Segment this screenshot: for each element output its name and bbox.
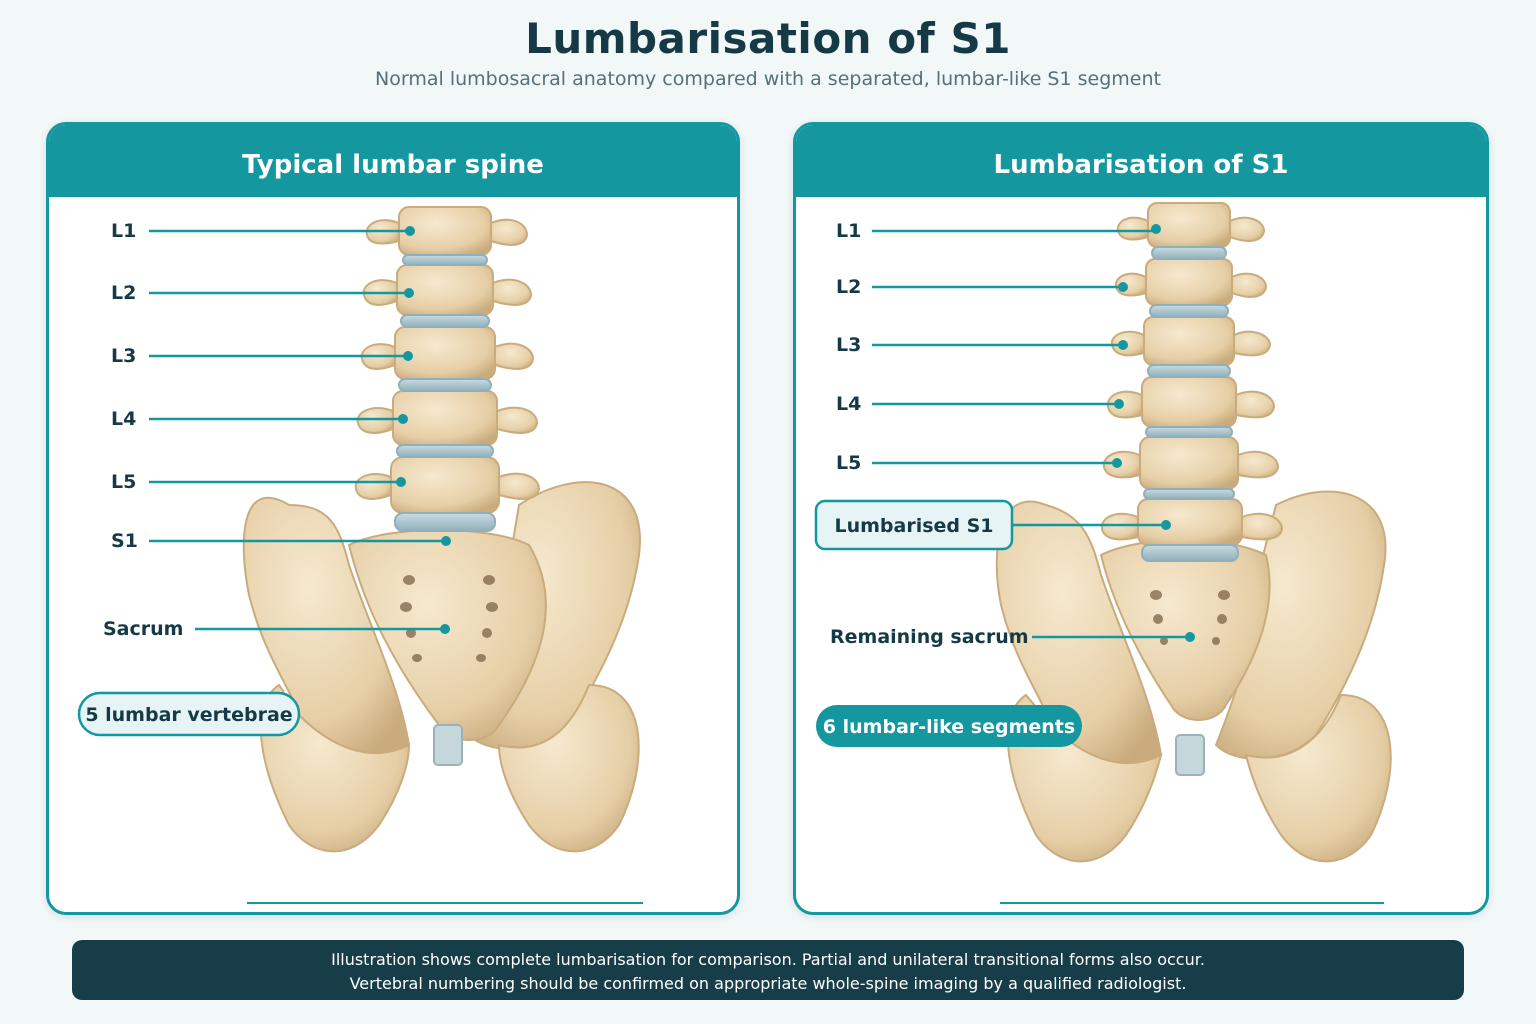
label-l1: L1	[111, 220, 136, 242]
label-sacrum: Sacrum	[103, 618, 183, 640]
label-remaining-sacrum: Remaining sacrum	[830, 626, 1029, 648]
lumbar-like-vertebrae-illustration	[1100, 202, 1284, 645]
page-subtitle: Normal lumbosacral anatomy compared with…	[375, 68, 1161, 90]
badge-5-lumbar-vertebrae: 5 lumbar vertebrae	[77, 691, 301, 737]
label-lumbarised-s1: Lumbarised S1	[834, 515, 993, 537]
typical-spine-diagram: L1 L2 L3 L4 L5 S1 Sacrum 5 lumbar verteb…	[77, 206, 643, 904]
badge-6-lumbar-like-segments-text: 6 lumbar-like segments	[823, 716, 1075, 738]
badge-5-lumbar-vertebrae-text: 5 lumbar vertebrae	[85, 704, 292, 726]
lumbar-vertebrae-illustration	[354, 206, 541, 662]
typical-spine-panel-header: Typical lumbar spine	[49, 125, 737, 197]
label-l4: L4	[836, 393, 861, 415]
disclaimer-line-1: Illustration shows complete lumbarisatio…	[331, 950, 1205, 969]
lumbarisation-panel-header: Lumbarisation of S1	[796, 125, 1486, 197]
label-l1: L1	[836, 220, 861, 242]
typical-spine-panel: Typical lumbar spine	[46, 122, 740, 915]
lumbarisation-diagram: L1 L2 L3 L4 L5 Remaining sacrum Lumbaris…	[814, 202, 1392, 904]
label-l5: L5	[111, 471, 136, 493]
pelvis-illustration	[995, 490, 1392, 863]
label-l3: L3	[836, 334, 861, 356]
disclaimer-line-2: Vertebral numbering should be confirmed …	[349, 974, 1187, 993]
typical-spine-leader-dots	[396, 226, 451, 634]
lumbarised-s1-callout: Lumbarised S1	[814, 499, 1014, 551]
typical-spine-leader-lines	[149, 229, 446, 631]
label-l4: L4	[111, 408, 136, 430]
label-l3: L3	[111, 345, 136, 367]
label-l5: L5	[836, 452, 861, 474]
lumbarisation-leader-dots	[1112, 224, 1195, 642]
lumbarisation-panel: Lumbarisation of S1	[793, 122, 1489, 915]
label-l2: L2	[836, 276, 861, 298]
badge-6-lumbar-like-segments: 6 lumbar-like segments	[816, 705, 1082, 747]
label-l2: L2	[111, 282, 136, 304]
label-s1: S1	[111, 530, 138, 552]
lumbarisation-leader-lines	[872, 229, 1190, 639]
page-title: Lumbarisation of S1	[525, 14, 1011, 63]
disclaimer-footer: Illustration shows complete lumbarisatio…	[72, 940, 1464, 1000]
pelvis-illustration	[242, 481, 641, 853]
